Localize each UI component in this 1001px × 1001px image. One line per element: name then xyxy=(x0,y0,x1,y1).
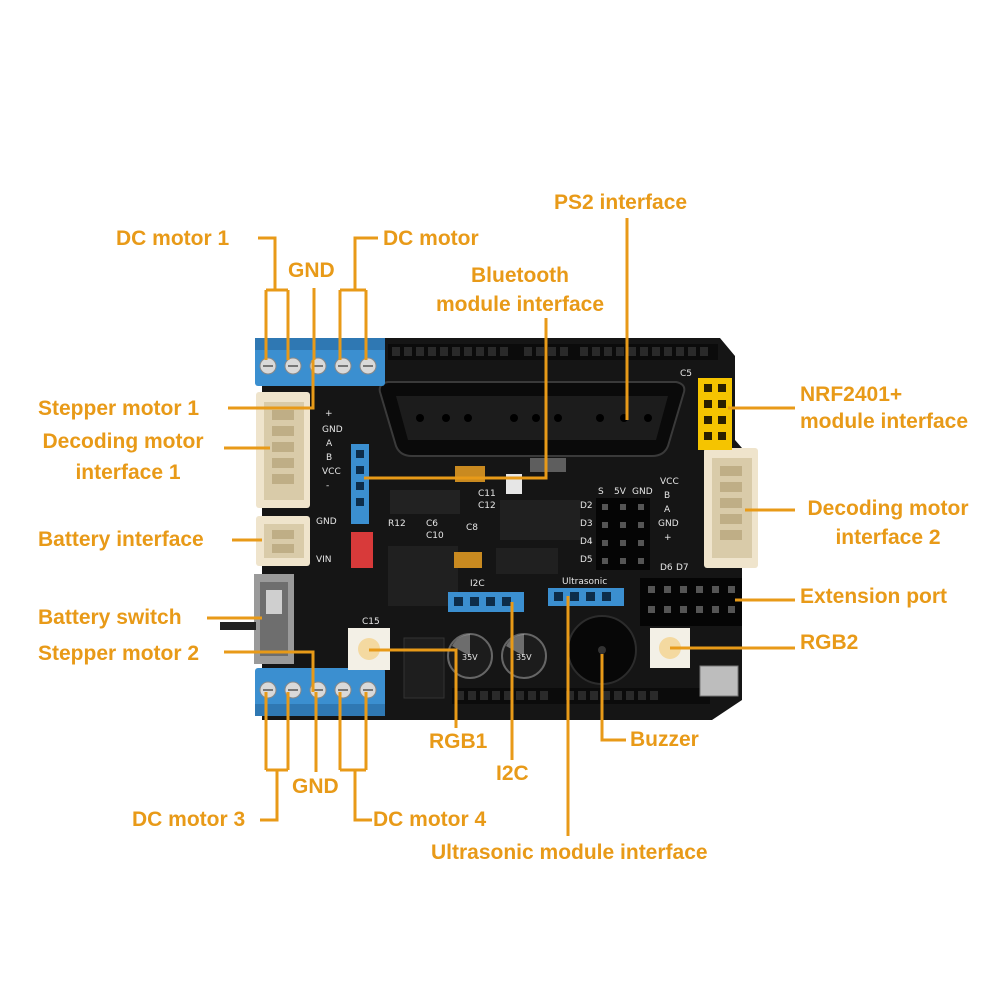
label-ps2-interface: PS2 interface xyxy=(554,191,688,214)
connector-decoding-2 xyxy=(704,448,758,568)
nrf-header xyxy=(698,378,732,450)
ps2-connector xyxy=(378,381,686,457)
silk-minus: - xyxy=(326,481,329,491)
silk-a-2: A xyxy=(664,505,671,515)
silk-d7: D7 xyxy=(676,563,689,573)
reset-button xyxy=(699,665,739,697)
label-stepper-motor-2: Stepper motor 2 xyxy=(38,642,200,665)
silk-r12: R12 xyxy=(388,519,406,529)
silk-vcc: VCC xyxy=(322,467,341,477)
label-bluetooth-line2: module interface xyxy=(435,293,605,316)
label-dc-motor-3: DC motor 3 xyxy=(132,808,246,831)
silk-cap-rating-2: 35V xyxy=(516,653,532,662)
label-buzzer: Buzzer xyxy=(630,728,699,751)
silk-gnd-2: GND xyxy=(316,517,337,527)
silk-c10: C10 xyxy=(426,531,444,541)
silk-plus-2: + xyxy=(664,533,672,543)
silk-gnd: GND xyxy=(322,425,343,435)
label-i2c: I2C xyxy=(496,762,529,785)
label-nrf-line2: module interface xyxy=(800,410,969,433)
silk-b-2: B xyxy=(664,491,670,501)
silk-vin: VIN xyxy=(316,555,332,565)
ultrasonic-header xyxy=(548,588,624,606)
battery-switch xyxy=(220,574,294,664)
extension-port-header xyxy=(640,578,742,626)
connector-battery xyxy=(256,516,310,566)
silk-c15: C15 xyxy=(362,617,380,627)
label-rgb1: RGB1 xyxy=(429,730,488,753)
silk-c5: C5 xyxy=(680,369,692,379)
silk-c12: C12 xyxy=(478,501,496,511)
silk-d6: D6 xyxy=(660,563,673,573)
label-ultrasonic-module-interface: Ultrasonic module interface xyxy=(431,841,708,864)
label-rgb2: RGB2 xyxy=(800,631,859,654)
label-gnd-top: GND xyxy=(288,259,335,282)
silk-5v: 5V xyxy=(614,487,627,497)
silk-cap-rating-1: 35V xyxy=(462,653,478,662)
silk-d2: D2 xyxy=(580,501,593,511)
silk-gnd-3: GND xyxy=(632,487,653,497)
label-decoding-1-line2: interface 1 xyxy=(75,461,181,484)
label-stepper-motor-1: Stepper motor 1 xyxy=(38,397,200,420)
connector-decoding-1 xyxy=(256,392,310,508)
silk-vcc-2: VCC xyxy=(660,477,679,487)
label-decoding-2-line1: Decoding motor xyxy=(807,497,969,520)
silk-c6: C6 xyxy=(426,519,438,529)
leader-lines xyxy=(207,218,795,836)
silk-d3: D3 xyxy=(580,519,593,529)
label-battery-interface: Battery interface xyxy=(38,528,204,551)
silk-gnd-4: GND xyxy=(658,519,679,529)
label-nrf-line1: NRF2401+ xyxy=(800,383,903,406)
label-extension-port: Extension port xyxy=(800,585,948,608)
bluetooth-header xyxy=(351,444,369,524)
label-dc-motor-top: DC motor xyxy=(383,227,479,250)
silk-plus: + xyxy=(325,409,333,419)
red-jumper xyxy=(351,532,373,568)
label-bluetooth-line1: Bluetooth xyxy=(471,264,569,287)
label-decoding-2-line2: interface 2 xyxy=(835,526,941,549)
silk-i2c: I2C xyxy=(470,579,485,589)
silk-c11: C11 xyxy=(478,489,496,499)
silkscreen: + GND A B VCC - GND VIN S 5V GND D2 D3 D… xyxy=(316,369,692,662)
label-decoding-1-line1: Decoding motor xyxy=(42,430,204,453)
label-dc-motor-4: DC motor 4 xyxy=(373,808,487,831)
i2c-header xyxy=(448,592,524,612)
silk-d4: D4 xyxy=(580,537,593,547)
silk-b: B xyxy=(326,453,332,463)
label-gnd-bottom: GND xyxy=(292,775,339,798)
label-battery-switch: Battery switch xyxy=(38,606,182,629)
silk-s: S xyxy=(598,487,604,497)
silk-a: A xyxy=(326,439,333,449)
silk-d5: D5 xyxy=(580,555,593,565)
silk-ultrasonic: Ultrasonic xyxy=(562,577,607,587)
label-dc-motor-1: DC motor 1 xyxy=(116,227,230,250)
silk-c8: C8 xyxy=(466,523,478,533)
